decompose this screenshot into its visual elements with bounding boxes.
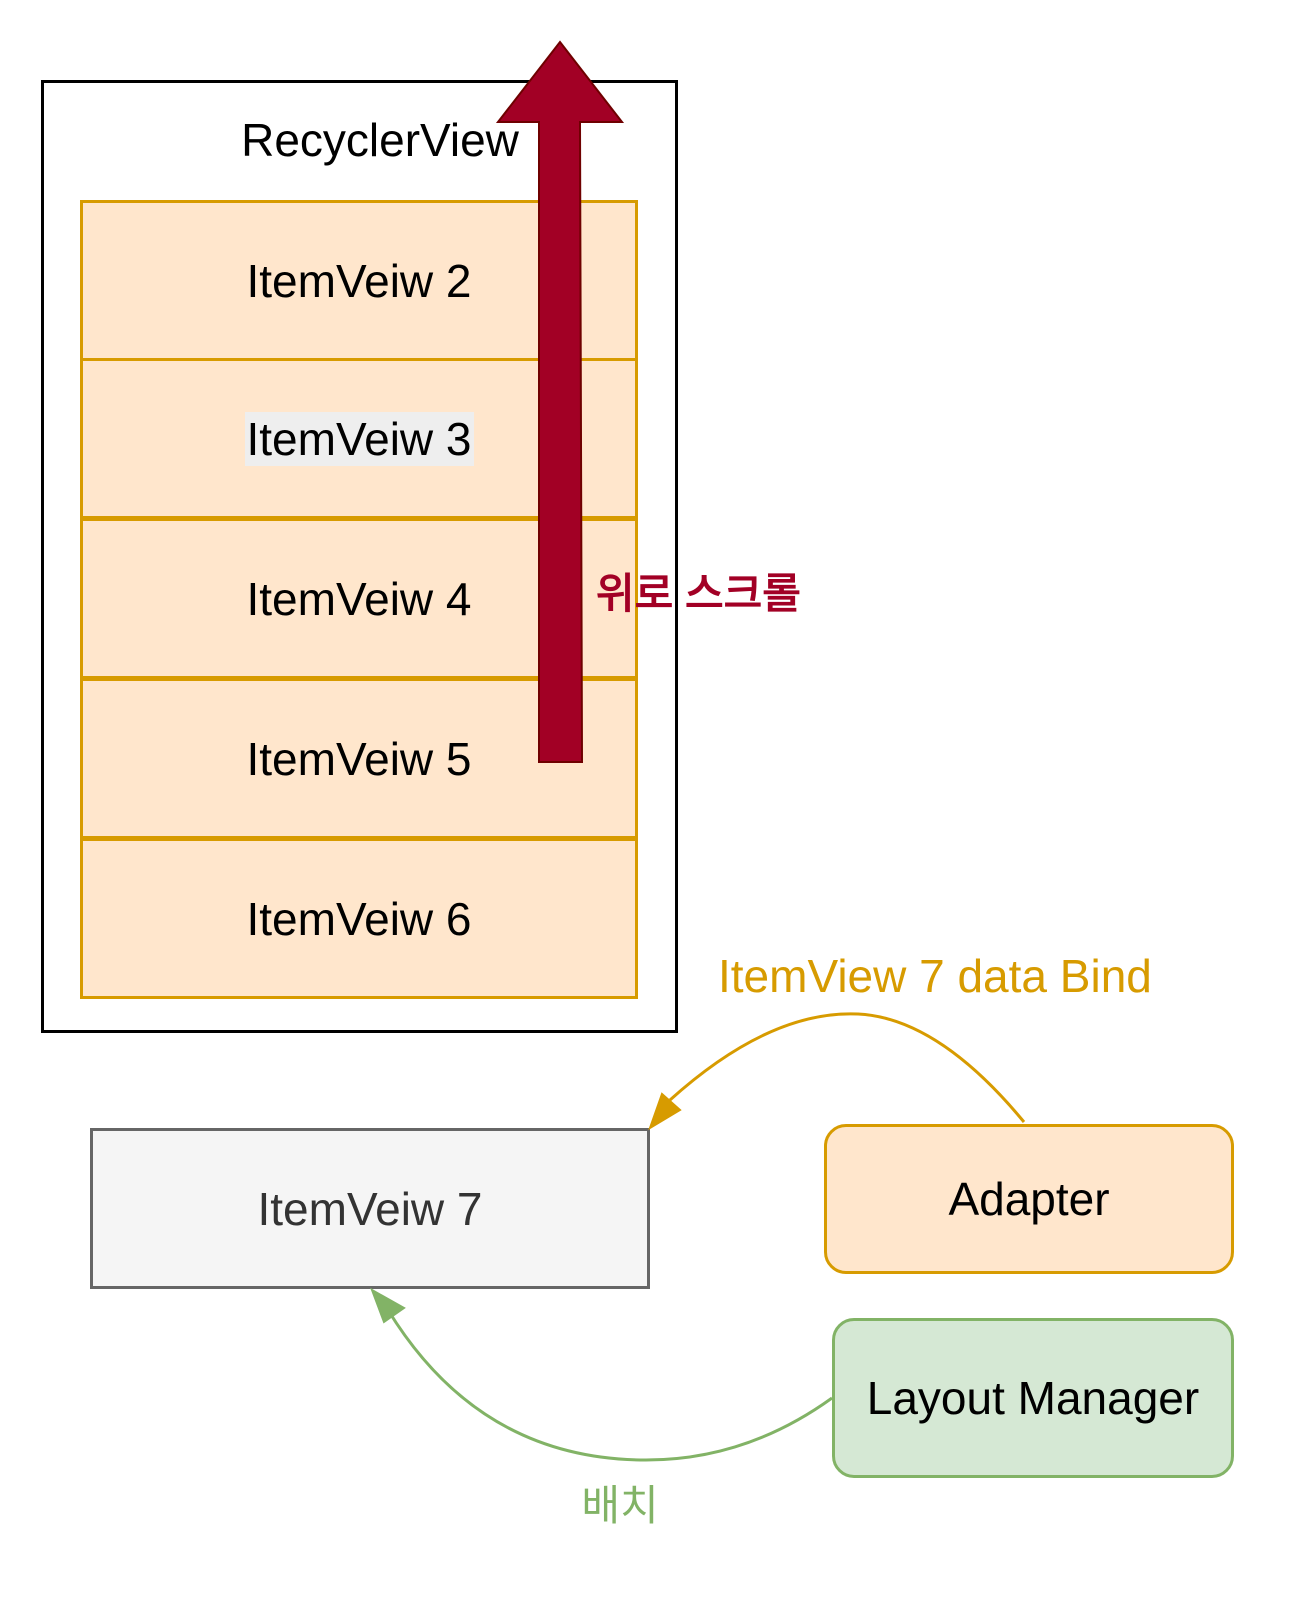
adapter-label: Adapter bbox=[948, 1173, 1110, 1225]
layout-manager-label: Layout Manager bbox=[866, 1372, 1200, 1424]
adapter-box: Adapter bbox=[824, 1124, 1234, 1274]
item-view-6: ItemVeiw 6 bbox=[80, 838, 638, 999]
data-bind-label: ItemView 7 data Bind bbox=[718, 950, 1152, 1002]
item-view-label: ItemVeiw 3 bbox=[244, 411, 474, 466]
placement-label: 배치 bbox=[581, 1482, 659, 1529]
data-bind-connector bbox=[668, 1012, 1026, 1123]
item-view-label: ItemVeiw 4 bbox=[246, 572, 472, 625]
item-view-7: ItemVeiw 7 bbox=[90, 1128, 650, 1289]
layout-manager-box: Layout Manager bbox=[832, 1318, 1234, 1478]
item-view-7-label: ItemVeiw 7 bbox=[257, 1182, 483, 1235]
placement-arrowhead bbox=[370, 1287, 406, 1324]
placement-connector bbox=[386, 1309, 833, 1462]
recycler-view-title: RecyclerView bbox=[241, 114, 519, 166]
scroll-up-label: 위로 스크롤 bbox=[596, 570, 801, 617]
item-view-label: ItemVeiw 6 bbox=[246, 892, 472, 945]
item-view-label: ItemVeiw 2 bbox=[246, 254, 472, 307]
data-bind-arrowhead bbox=[648, 1092, 682, 1131]
scroll-up-arrow bbox=[495, 40, 625, 763]
item-view-label: ItemVeiw 5 bbox=[246, 732, 472, 785]
